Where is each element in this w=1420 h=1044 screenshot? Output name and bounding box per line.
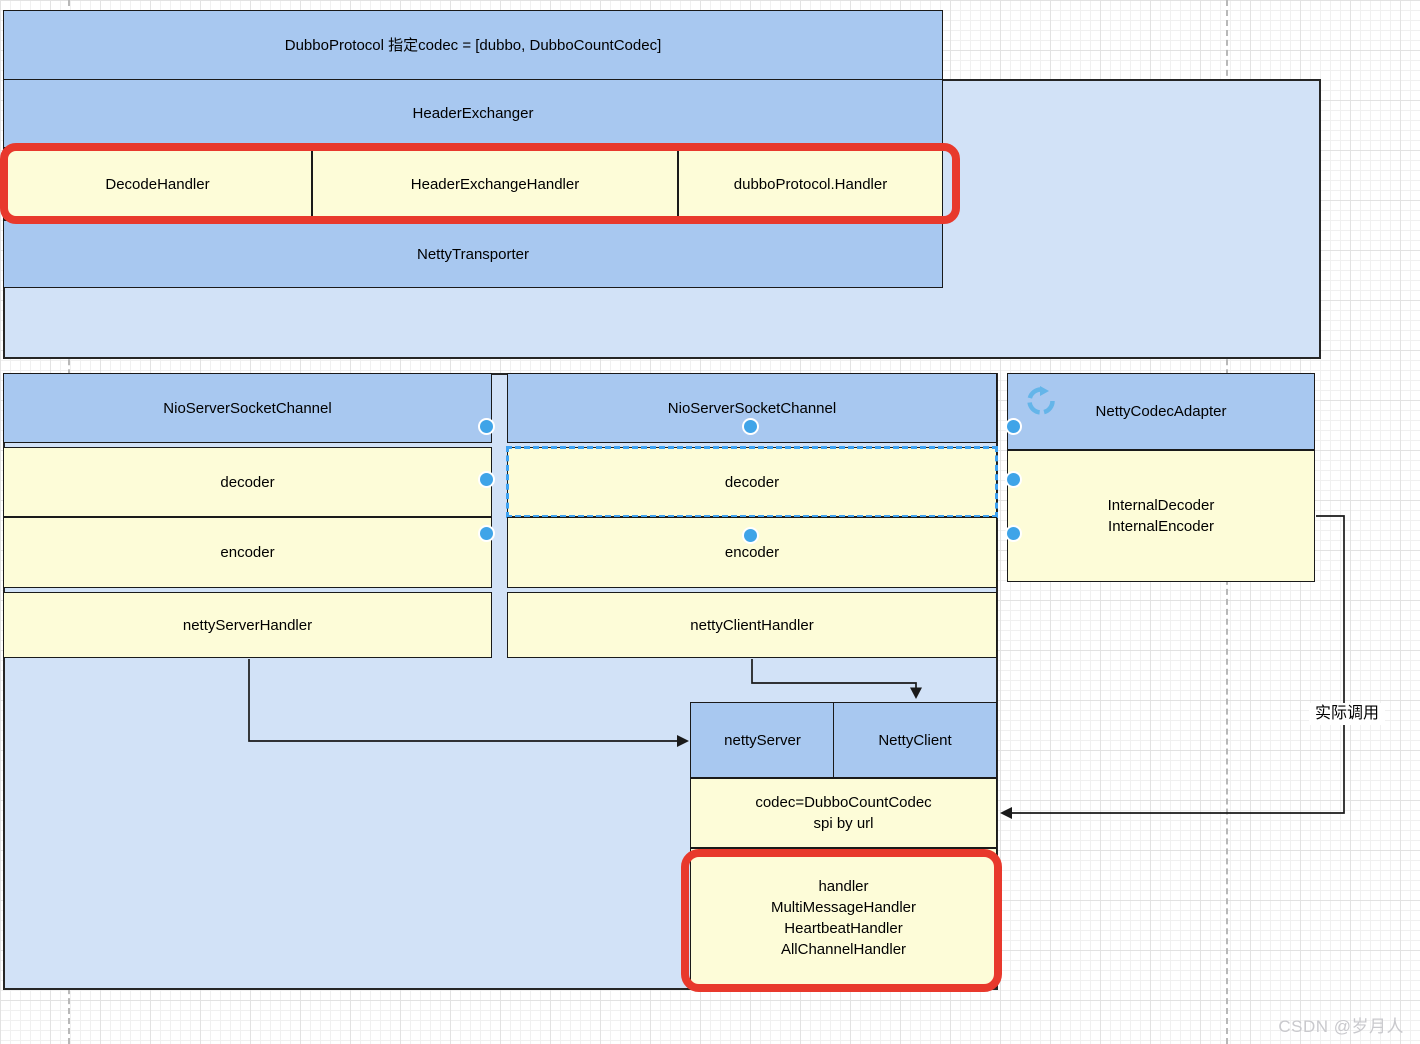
- netty-client-handler-label: nettyClientHandler: [690, 616, 814, 634]
- edge-label-actual-call[interactable]: 实际调用: [1309, 703, 1385, 725]
- server-encoder-label: encoder: [220, 544, 275, 561]
- handler-line: MultiMessageHandler: [770, 899, 917, 916]
- netty-server-handler-label: nettyServerHandler: [182, 616, 313, 634]
- client-encoder-label: encoder: [724, 544, 780, 561]
- connection-point[interactable]: [742, 418, 759, 435]
- connection-point[interactable]: [478, 418, 495, 435]
- refresh-icon: [1026, 386, 1056, 422]
- codec-line1: codec=DubboCountCodec: [755, 794, 932, 811]
- netty-codec-adapter-box[interactable]: NettyCodecAdapter: [1007, 373, 1315, 450]
- connection-point[interactable]: [478, 471, 495, 488]
- connection-point[interactable]: [1005, 525, 1022, 542]
- connection-point[interactable]: [1005, 418, 1022, 435]
- server-channel-header[interactable]: NioServerSocketChannel: [3, 373, 492, 443]
- netty-client-box[interactable]: NettyClient: [833, 702, 997, 778]
- header-exchanger-label: HeaderExchanger: [412, 105, 534, 122]
- internal-codec-box[interactable]: InternalDecoder InternalEncoder: [1007, 450, 1315, 582]
- decode-handler-label: DecodeHandler: [105, 175, 210, 193]
- handler-line: handler: [818, 878, 869, 895]
- codec-box[interactable]: codec=DubboCountCodec spi by url: [690, 778, 997, 848]
- client-decoder-box[interactable]: decoder: [506, 446, 998, 518]
- dubbo-protocol-handler-box[interactable]: dubboProtocol.Handler: [678, 148, 943, 220]
- netty-transporter-box[interactable]: NettyTransporter: [3, 220, 943, 288]
- arrowhead-left: [1000, 807, 1012, 819]
- handler-stack-box[interactable]: handler MultiMessageHandler HeartbeatHan…: [690, 848, 997, 988]
- client-channel-label: NioServerSocketChannel: [667, 399, 837, 417]
- connection-point[interactable]: [478, 525, 495, 542]
- connection-point[interactable]: [1005, 471, 1022, 488]
- netty-server-label: nettyServer: [724, 731, 801, 749]
- server-decoder-box[interactable]: decoder: [3, 447, 492, 517]
- netty-client-handler-box[interactable]: nettyClientHandler: [507, 592, 997, 658]
- server-encoder-box[interactable]: encoder: [3, 517, 492, 588]
- server-channel-label: NioServerSocketChannel: [163, 399, 332, 417]
- csdn-watermark: CSDN @岁月人: [1278, 1017, 1404, 1036]
- connection-point[interactable]: [742, 527, 759, 544]
- handler-line: AllChannelHandler: [780, 941, 907, 958]
- handler-line: HeartbeatHandler: [784, 920, 903, 937]
- netty-server-handler-box[interactable]: nettyServerHandler: [3, 592, 492, 658]
- header-exchange-handler-label: HeaderExchangeHandler: [410, 175, 580, 193]
- netty-client-label: NettyClient: [878, 731, 952, 749]
- dubbo-protocol-box[interactable]: DubboProtocol 指定codec = [dubbo, DubboCou…: [3, 10, 943, 80]
- netty-codec-adapter-label: NettyCodecAdapter: [1095, 403, 1227, 420]
- header-exchanger-box[interactable]: HeaderExchanger: [3, 79, 943, 148]
- client-decoder-label: decoder: [724, 473, 780, 491]
- netty-transporter-label: NettyTransporter: [417, 245, 529, 263]
- server-decoder-label: decoder: [220, 473, 275, 491]
- internal-encoder-label: InternalEncoder: [1108, 518, 1214, 535]
- header-exchange-handler-box[interactable]: HeaderExchangeHandler: [312, 148, 678, 220]
- netty-server-box[interactable]: nettyServer: [690, 702, 835, 778]
- dubbo-protocol-label: DubboProtocol 指定codec = [dubbo, DubboCou…: [284, 36, 662, 54]
- dubbo-protocol-handler-label: dubboProtocol.Handler: [733, 175, 888, 193]
- decode-handler-box[interactable]: DecodeHandler: [3, 148, 312, 220]
- codec-line2: spi by url: [813, 815, 874, 832]
- internal-decoder-label: InternalDecoder: [1107, 497, 1215, 514]
